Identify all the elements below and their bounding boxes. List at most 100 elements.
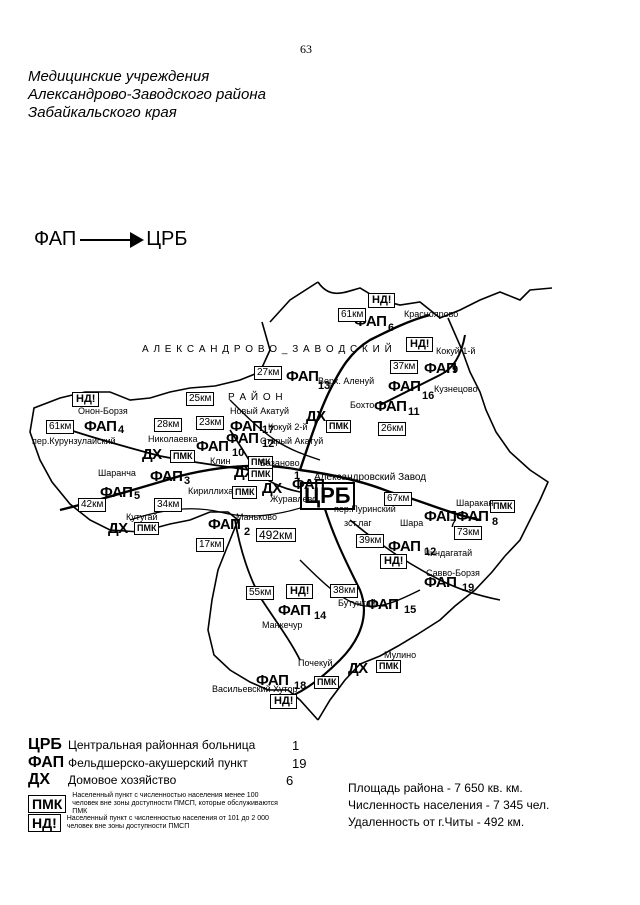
fap-marker: ФАП (256, 672, 289, 689)
place-label: Журавлево (270, 494, 318, 504)
fap-marker: ФАП (150, 468, 183, 485)
distance-box: 492км (256, 528, 296, 542)
fap-number: 18 (294, 680, 307, 692)
dx-marker: ДХ (108, 520, 128, 537)
legend-nd-desc: Населенный пункт с численностью населени… (66, 815, 269, 830)
legend-count: 19 (292, 756, 307, 771)
nd-box: НД! (286, 584, 314, 599)
arrow-right-icon (80, 231, 145, 248)
title-line-2: Александрово-Заводского района (28, 86, 266, 103)
legend-code: ФАП (28, 754, 65, 771)
distance-box: 28км (154, 418, 183, 432)
legend-code: ДХ (28, 771, 51, 788)
legend-nd-box: НД! (28, 814, 61, 832)
fap-marker: ФАП (278, 602, 311, 619)
distance-box: 26км (378, 422, 407, 436)
fap-marker: ФАП (84, 418, 117, 435)
legend-desc: Фельдшерско-акушерский пункт (68, 756, 248, 770)
legend-row-pmk: ПМК Населенный пункт с численностью насе… (28, 792, 282, 816)
legend-desc: Домовое хозяйство (68, 773, 177, 787)
distance-box: 34км (154, 498, 183, 512)
place-label: Васильевский Хутор (212, 684, 298, 694)
fap-number: 8 (492, 516, 499, 528)
fap-marker: ФАП (424, 574, 457, 591)
road-north (298, 313, 431, 471)
distance-box: 17км (196, 538, 225, 552)
place-alexandrovsky-zavod: Александровский Завод (314, 472, 427, 483)
fap-number: 11 (408, 406, 420, 418)
fap-number: 16 (422, 390, 435, 402)
fap-marker: ФАП (100, 484, 133, 501)
fap-marker: ФАП (366, 596, 399, 613)
fap-number: 19 (462, 582, 475, 594)
dx-marker: ДХ (306, 408, 326, 425)
dx-marker: ДХ (262, 480, 282, 497)
flow-from: ФАП (34, 228, 77, 250)
place-label: Шаракан (456, 498, 494, 508)
fap-marker: ФАП (388, 378, 421, 395)
fap-marker: ФАП (286, 368, 319, 385)
legend-code: ЦРБ (28, 736, 62, 753)
title-line-1: Медицинские учреждения (28, 68, 210, 85)
place-label: Кокуй 2-й (268, 422, 308, 432)
road-minor-2 (229, 399, 321, 461)
place-label: Мулино (384, 650, 417, 660)
place-label: Бохто (350, 400, 375, 410)
place-label: Красноярово (404, 309, 459, 319)
fap-number: 10 (232, 447, 245, 459)
legend-row-nd: НД! Населенный пункт с численностью насе… (28, 814, 277, 832)
pmk-box: ПМК (232, 486, 258, 499)
distance-box: 38км (330, 584, 359, 598)
legend-pmk-desc: Населенный пункт с численностью населени… (72, 792, 278, 815)
road-minor-1 (299, 559, 421, 607)
place-label: пер.Курунзулайский (32, 436, 116, 446)
place-label: Кутугай (126, 512, 158, 522)
distance-box: 61км (338, 308, 367, 322)
fap-marker: ФАП (196, 438, 229, 455)
fap-marker: ФАП (388, 538, 421, 555)
district-stats: Площадь района - 7 650 кв. км. Численнос… (348, 780, 549, 831)
legend-count: 6 (286, 773, 294, 788)
fap-number: 6 (388, 322, 395, 334)
road-east (379, 334, 466, 406)
fap-marker: ФАП (226, 430, 259, 447)
legend-row-dx: ДХ Домовое хозяйство (28, 771, 176, 789)
pmk-box: ПМК (134, 522, 160, 535)
fap-number: 7 (450, 518, 457, 530)
title-line-3: Забайкальского края (28, 104, 177, 121)
distance-box: 37км (390, 360, 419, 374)
distance-box: 61км (46, 420, 75, 434)
fap-marker: ФАП (230, 418, 263, 435)
district-boundary (29, 281, 553, 721)
place-label: Новый Акатуй (230, 406, 289, 416)
fap-number: 1 (294, 470, 301, 482)
place-label: Шара (400, 518, 424, 528)
flow-diagram: ФАП ЦРБ (34, 228, 188, 251)
distance-box: 55км (246, 586, 275, 600)
fap-number: 12 (424, 546, 437, 558)
legend-count: 1 (292, 738, 300, 753)
place-label: Маньково (236, 512, 277, 522)
fap-number: 12 (262, 438, 275, 450)
place-label: Почекуй (298, 658, 333, 668)
pmk-box: ПМК (248, 468, 274, 481)
fap-marker: ФАП (424, 508, 457, 525)
crb-center: ЦРБ (300, 482, 355, 510)
distance-box: 42км (78, 498, 107, 512)
fap-number: 2 (244, 526, 251, 538)
dx-marker: ДХ (348, 660, 368, 677)
place-label: Кириллиха (188, 486, 234, 496)
nd-box: НД! (406, 337, 434, 352)
place-label: Кокуй 1-й (436, 346, 476, 356)
distance-box: 27км (254, 366, 283, 380)
fap-marker: ФАП (456, 508, 489, 525)
nd-box: НД! (380, 554, 408, 569)
place-label: пер.Пуринский (334, 504, 396, 514)
place-label: Николаевка (148, 434, 198, 444)
place-label: Клин (210, 456, 231, 466)
legend-pmk-box: ПМК (28, 795, 67, 813)
fap-number: 5 (134, 490, 141, 502)
stat-population: Численность населения - 7 345 чел. (348, 798, 550, 812)
pmk-box: ПМК (170, 450, 196, 463)
